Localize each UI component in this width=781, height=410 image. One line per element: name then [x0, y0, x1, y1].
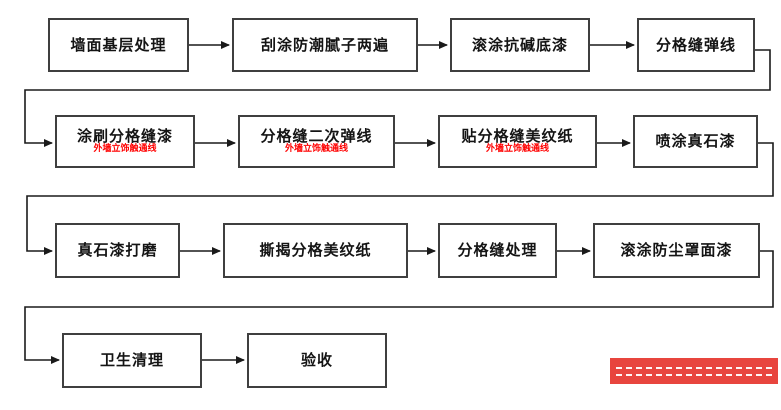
step-label: 验收 [300, 351, 333, 370]
step-grid-joint-chalk-line: 分格缝弹线 [637, 18, 755, 72]
step-stone-paint-sanding: 真石漆打磨 [55, 223, 180, 278]
wrap-connector-3 [24, 250, 774, 364]
step-grid-joint-treatment: 分格缝处理 [438, 223, 557, 278]
step-acceptance: 验收 [247, 333, 387, 388]
step-dustproof-topcoat: 滚涂防尘罩面漆 [593, 223, 760, 278]
step-label: 分格缝二次弹线 [260, 126, 373, 145]
step-label: 刮涂防潮腻子两遍 [260, 35, 389, 54]
step-label: 分格缝弹线 [655, 35, 736, 54]
step-paint-grid-joint: 涂刷分格缝漆 外墙立饰触通线 [55, 115, 195, 168]
watermark-text-line [616, 373, 772, 376]
step-label: 撕揭分格美纹纸 [259, 241, 372, 260]
step-label: 滚涂抗碱底漆 [471, 35, 568, 54]
wrap-connector-1 [24, 49, 771, 147]
step-label: 真石漆打磨 [77, 241, 158, 260]
step-label: 滚涂防尘罩面漆 [620, 241, 733, 260]
watermark-text-line [616, 366, 772, 369]
step-remove-masking-tape: 撕揭分格美纹纸 [223, 223, 408, 278]
step-wall-base-treatment: 墙面基层处理 [48, 18, 189, 72]
step-label: 分格缝处理 [457, 241, 538, 260]
red-watermark-note: 外墙立饰触通线 [93, 144, 157, 155]
step-moistureproof-putty-two-coats: 刮涂防潮腻子两遍 [232, 18, 418, 72]
step-label: 卫生清理 [99, 351, 164, 370]
step-apply-masking-tape: 贴分格缝美纹纸 外墙立饰触通线 [438, 115, 597, 168]
step-alkali-resistant-primer: 滚涂抗碱底漆 [450, 18, 590, 72]
watermark-banner [610, 358, 778, 384]
step-label: 喷涂真石漆 [655, 132, 736, 151]
step-second-chalk-line: 分格缝二次弹线 外墙立饰触通线 [238, 115, 395, 168]
wrap-connector-2 [26, 142, 774, 255]
step-label: 贴分格缝美纹纸 [461, 126, 574, 145]
step-spray-stone-paint: 喷涂真石漆 [633, 115, 758, 168]
step-cleaning: 卫生清理 [62, 333, 202, 388]
step-label: 涂刷分格缝漆 [76, 126, 173, 145]
red-watermark-note: 外墙立饰触通线 [485, 144, 549, 155]
red-watermark-note: 外墙立饰触通线 [284, 144, 348, 155]
step-label: 墙面基层处理 [70, 35, 167, 54]
